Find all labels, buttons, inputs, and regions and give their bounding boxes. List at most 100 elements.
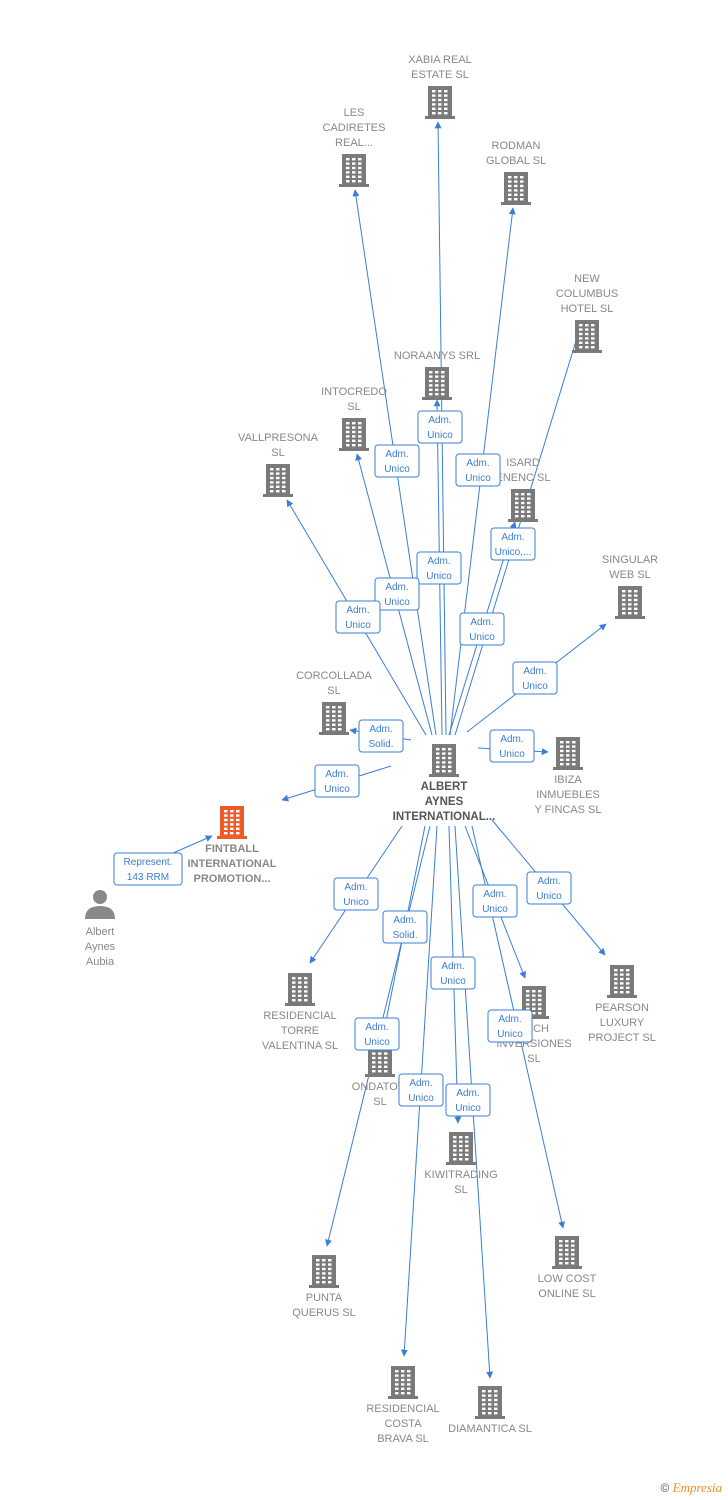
node-label-line: SL: [271, 447, 284, 459]
node-label-line: PUNTA: [306, 1292, 343, 1304]
edge-label-line: Solid.: [368, 739, 393, 750]
edge-label-line: Adm.: [498, 1014, 521, 1025]
edge-label-rodman[interactable]: Adm.Unico: [455, 453, 501, 487]
edge-label-pearson[interactable]: Adm.Unico: [526, 871, 572, 905]
edge-label-line: Unico: [469, 632, 495, 643]
edge-label-line: Unico: [465, 473, 491, 484]
edge-label-line: Unico: [482, 904, 508, 915]
edge-label-corcollada[interactable]: Adm.Solid.: [358, 719, 404, 753]
node-label-line: TORRE: [281, 1025, 319, 1037]
node-label-line: RESIDENCIAL: [263, 1010, 336, 1022]
node-label-line: XABIA REAL: [408, 54, 472, 66]
edge-label-singular[interactable]: Adm.Unico: [512, 661, 558, 695]
node-label-line: RODMAN: [492, 140, 541, 152]
edge-label-line: Adm.: [456, 1088, 479, 1099]
edge-label-lescadiretes[interactable]: Adm.Unico: [374, 444, 420, 478]
edge-label-isard[interactable]: Adm. Unico: [459, 612, 505, 646]
node-puntaquerus[interactable]: PUNTA QUERUS SL: [292, 1255, 356, 1319]
node-label-line: DIAMANTICA SL: [448, 1423, 532, 1435]
building-icon: [508, 489, 538, 522]
node-label-line: KIWITRADING: [424, 1169, 497, 1181]
edge-label-residencialcosta[interactable]: Adm.Unico: [398, 1073, 444, 1107]
edge-label-line: Unico: [440, 976, 466, 987]
building-icon: [339, 154, 369, 187]
edge-label-kiwitrading[interactable]: Adm.Unico: [430, 956, 476, 990]
edge-label-diamantica[interactable]: Adm.Unico: [445, 1083, 491, 1117]
node-label-line: COLUMBUS: [556, 288, 618, 300]
node-singular[interactable]: SINGULAR WEB SL: [602, 554, 658, 619]
node-label-line: HOTEL SL: [561, 303, 614, 315]
node-label-line: INMUEBLES: [536, 789, 600, 801]
node-label-line: Y FINCAS SL: [534, 804, 601, 816]
node-center[interactable]: ALBERTAYNESINTERNATIONAL...: [393, 744, 496, 823]
building-icon: [615, 586, 645, 619]
edge-label-puntaquerus[interactable]: Adm.Unico: [354, 1017, 400, 1051]
node-label-line: PEARSON: [595, 1002, 649, 1014]
node-label-line: VALENTINA SL: [262, 1040, 338, 1052]
edge-label-vallpresona[interactable]: Adm.Unico: [335, 600, 381, 634]
node-residencialtorre[interactable]: RESIDENCIAL TORRE VALENTINA SL: [262, 973, 338, 1052]
node-label-line: SL: [327, 685, 340, 697]
edge-label-ondatow[interactable]: Adm.Solid.: [382, 910, 428, 944]
edge-label-xabia[interactable]: Adm.Unico: [417, 410, 463, 444]
node-label-line: QUERUS SL: [292, 1307, 356, 1319]
edge-labels-layer: Adm.UnicoAdm.UnicoAdm.UnicoAdm.Unico,...…: [113, 410, 572, 1117]
edge-label-line: Unico: [426, 571, 452, 582]
node-diamantica[interactable]: DIAMANTICA SL: [448, 1386, 532, 1435]
node-label-line: CORCOLLADA: [296, 670, 372, 682]
node-label-line: ALBERT: [421, 781, 468, 793]
edge-label-tech[interactable]: Adm.Unico: [472, 884, 518, 918]
building-icon: [217, 806, 247, 839]
node-label-line: COSTA: [384, 1418, 422, 1430]
edge-label-line: Unico: [522, 681, 548, 692]
node-label-line: Aubia: [86, 956, 115, 968]
edge-label-newcolumbus[interactable]: Adm.Unico,...: [490, 527, 536, 561]
node-lescadiretes[interactable]: LES CADIRETES REAL...: [323, 107, 386, 187]
brand-logo: Empresia: [672, 1480, 722, 1495]
edge-label-ibiza[interactable]: Adm. Unico: [489, 729, 535, 763]
edge-label-line: Unico,...: [495, 547, 532, 558]
node-label-line: Albert: [86, 926, 115, 938]
node-corcollada[interactable]: CORCOLLADA SL: [296, 670, 373, 735]
node-label-line: REAL...: [335, 137, 373, 149]
node-label-line: BRAVA SL: [377, 1433, 429, 1445]
edge-label-intocredo[interactable]: Adm.Unico: [374, 577, 420, 611]
node-label-line: SINGULAR: [602, 554, 658, 566]
edge-label-line: Unico: [499, 749, 525, 760]
edge-label-line: Adm.: [500, 734, 523, 745]
node-label-line: ENENC SL: [495, 472, 550, 484]
edge-label-fintball[interactable]: Adm.Unico: [314, 764, 360, 798]
node-noraanys[interactable]: NORAANYS SRL: [394, 350, 480, 400]
copyright-symbol: ©: [660, 1481, 670, 1495]
node-label-line: LES: [344, 107, 365, 119]
building-icon: [572, 320, 602, 353]
node-label-line: PROJECT SL: [588, 1032, 656, 1044]
edge-label-line: Adm.: [346, 605, 369, 616]
node-label-line: LOW COST: [538, 1273, 597, 1285]
node-label-line: WEB SL: [609, 569, 651, 581]
edge-label-albert[interactable]: Represent.143 RRM: [113, 852, 183, 886]
edge-label-noraanys[interactable]: Adm.Unico: [416, 551, 462, 585]
node-label-line: CADIRETES: [323, 122, 386, 134]
node-label-line: AYNES: [425, 796, 464, 808]
node-fintball[interactable]: FINTBALLINTERNATIONALPROMOTION...: [187, 806, 277, 885]
node-label-line: NORAANYS SRL: [394, 350, 480, 362]
edge-label-line: Adm.: [470, 617, 493, 628]
edge-label-lowcost[interactable]: Adm.Unico: [487, 1009, 533, 1043]
building-icon: [263, 464, 293, 497]
edge-label-residencialtorre[interactable]: Adm.Unico: [333, 877, 379, 911]
edge-label-line: Unico: [343, 897, 369, 908]
